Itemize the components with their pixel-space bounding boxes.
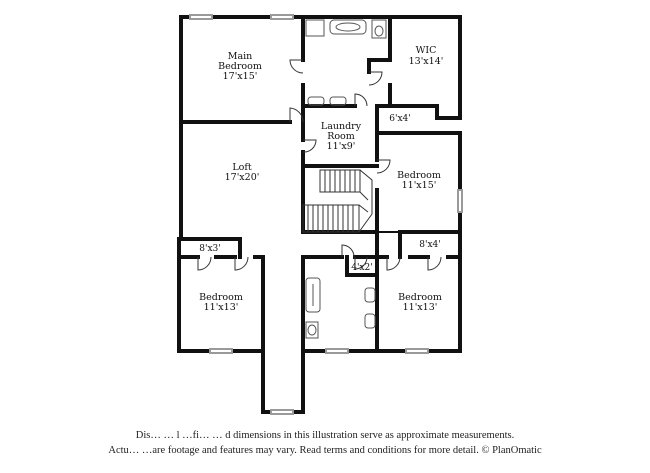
hall-bathtub — [305, 277, 321, 313]
windows — [189, 14, 463, 415]
sink-1 — [307, 96, 325, 106]
wic-size: 13'x14' — [409, 56, 444, 67]
bedroom-left-name: Bedroom — [199, 292, 243, 303]
sink-2 — [329, 96, 347, 106]
room-main-bedroom: Main Bedroom 17'x15' — [218, 51, 262, 82]
room-loft: Loft 17'x20' — [225, 162, 260, 183]
main-bedroom-size: 17'x15' — [223, 71, 258, 82]
main-bedroom-name: Main — [228, 51, 253, 62]
bedroom-bottom-right-size: 11'x13' — [403, 302, 438, 313]
main-bedroom-name-2: Bedroom — [218, 61, 262, 72]
bedroom-left-size: 11'x13' — [204, 302, 239, 313]
laundry-name: Laundry — [321, 121, 362, 132]
wic-name: WIC — [416, 45, 437, 56]
room-bedroom-left: Bedroom 11'x13' — [199, 292, 243, 313]
hall-sink-2 — [364, 313, 376, 329]
closet-8x4-size: 8'x4' — [419, 240, 440, 250]
disclaimer-line-2: Actu… …are footage and features may vary… — [108, 445, 542, 456]
loft-name: Loft — [232, 162, 252, 173]
disclaimer: Dis… … l …fi… … d dimensions in this ill… — [0, 428, 650, 458]
hall-toilet — [305, 321, 319, 339]
door-swings — [197, 59, 442, 271]
laundry-name-2: Room — [327, 131, 355, 142]
bedroom-right-name: Bedroom — [397, 170, 441, 181]
closet-8x3-size: 8'x3' — [199, 244, 220, 254]
room-bedroom-right: Bedroom 11'x15' — [397, 170, 441, 191]
hall-sink-1 — [364, 287, 376, 303]
disclaimer-line-1: Dis… … l …fi… … d dimensions in this ill… — [135, 430, 515, 441]
walls — [177, 15, 462, 414]
bedroom-right-size: 11'x15' — [402, 180, 437, 191]
bedroom-bottom-right-name: Bedroom — [398, 292, 442, 303]
bathtub — [329, 19, 367, 35]
room-wic: WIC 13'x14' — [409, 45, 444, 67]
fixtures — [305, 19, 387, 339]
room-laundry: Laundry Room 11'x9' — [321, 121, 362, 152]
stairs — [302, 169, 373, 233]
laundry-size: 11'x9' — [327, 141, 356, 152]
shower — [305, 19, 325, 37]
loft-size: 17'x20' — [225, 172, 260, 183]
closet-4x2-size: 4'x2' — [351, 263, 372, 273]
room-bedroom-bottom-right: Bedroom 11'x13' — [398, 292, 442, 313]
closet-6x4-size: 6'x4' — [389, 114, 410, 124]
toilet — [371, 19, 387, 39]
